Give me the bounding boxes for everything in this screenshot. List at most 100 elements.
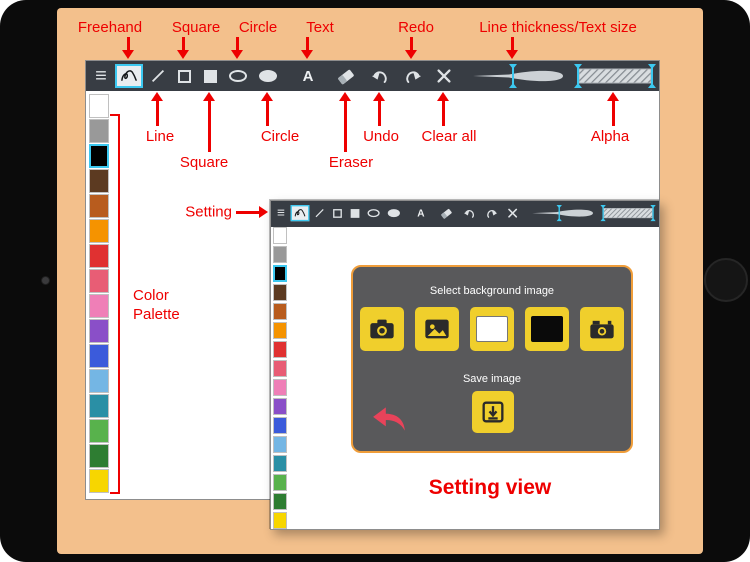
- palette-color-6[interactable]: [89, 244, 109, 268]
- line-icon: [315, 209, 324, 218]
- freehand-tool[interactable]: [290, 205, 310, 222]
- square-outline-tool[interactable]: [330, 205, 345, 221]
- arrow-to-text: [301, 37, 313, 59]
- palette-color-9[interactable]: [273, 398, 287, 415]
- circle-outline-tool[interactable]: [225, 64, 251, 88]
- menu-button[interactable]: ≡: [89, 64, 113, 88]
- camera-icon: [370, 319, 394, 339]
- palette-color-12[interactable]: [273, 455, 287, 472]
- palette-color-2[interactable]: [89, 144, 109, 168]
- annotation-undo: Undo: [363, 128, 399, 145]
- undo-icon: [463, 209, 474, 218]
- palette-color-7[interactable]: [273, 360, 287, 377]
- palette-color-10[interactable]: [273, 417, 287, 434]
- line-thickness-slider[interactable]: [531, 205, 595, 222]
- palette-color-2[interactable]: [273, 265, 287, 282]
- freehand-tool[interactable]: [115, 64, 143, 88]
- line-tool[interactable]: [312, 205, 327, 221]
- palette-color-0[interactable]: [89, 94, 109, 118]
- photo-library-icon: [425, 319, 449, 339]
- background-section-title: Select background image: [429, 285, 555, 297]
- palette-color-1[interactable]: [273, 246, 287, 263]
- clear-all-button[interactable]: [505, 205, 520, 221]
- palette-color-11[interactable]: [89, 369, 109, 393]
- undo-button[interactable]: [369, 64, 391, 88]
- alpha-slider[interactable]: [600, 205, 656, 222]
- undo-button[interactable]: [462, 205, 477, 221]
- redo-button[interactable]: [484, 205, 499, 221]
- menu-button[interactable]: ≡: [273, 205, 289, 221]
- color-palette: [273, 227, 289, 531]
- square-filled-tool[interactable]: [199, 64, 221, 88]
- annotation-clear-all: Clear all: [421, 128, 477, 145]
- palette-color-5[interactable]: [89, 219, 109, 243]
- palette-color-0[interactable]: [273, 227, 287, 244]
- line-thickness-slider[interactable]: [471, 64, 566, 88]
- annotation-alpha: Alpha: [590, 128, 630, 145]
- palette-color-14[interactable]: [89, 444, 109, 468]
- palette-color-3[interactable]: [89, 169, 109, 193]
- text-tool[interactable]: A: [297, 64, 319, 88]
- arrow-to-undo: [373, 92, 385, 126]
- palette-color-15[interactable]: [89, 469, 109, 493]
- eraser-icon: [338, 69, 354, 85]
- palette-color-8[interactable]: [89, 294, 109, 318]
- annotation-circle-top: Circle: [238, 19, 278, 36]
- alpha-icon: [600, 205, 656, 222]
- square-outline-icon: [332, 208, 342, 218]
- arrow-to-square-filled: [203, 92, 215, 152]
- palette-color-1[interactable]: [89, 119, 109, 143]
- palette-color-3[interactable]: [273, 284, 287, 301]
- line-thickness-icon: [532, 205, 593, 222]
- circle-outline-icon: [229, 70, 247, 82]
- circle-filled-tool[interactable]: [255, 64, 281, 88]
- line-tool[interactable]: [147, 64, 169, 88]
- undo-icon: [371, 70, 387, 83]
- palette-color-9[interactable]: [89, 319, 109, 343]
- save-section-title: Save image: [462, 373, 522, 385]
- palette-color-6[interactable]: [273, 341, 287, 358]
- white-background-icon: [476, 316, 508, 342]
- palette-color-12[interactable]: [89, 394, 109, 418]
- square-outline-tool[interactable]: [173, 64, 195, 88]
- annotation-setting-view: Setting view: [428, 476, 552, 499]
- palette-color-4[interactable]: [89, 194, 109, 218]
- freehand-icon: [294, 209, 306, 217]
- home-button[interactable]: [704, 258, 748, 302]
- eraser-tool[interactable]: [335, 64, 357, 88]
- white-background-button[interactable]: [470, 307, 514, 351]
- color-palette: [89, 94, 111, 494]
- circle-outline-tool[interactable]: [365, 205, 383, 221]
- arrow-to-eraser: [339, 92, 351, 152]
- back-arrow-icon[interactable]: [371, 405, 407, 433]
- palette-color-10[interactable]: [89, 344, 109, 368]
- background-options: [353, 307, 631, 351]
- alpha-slider[interactable]: [574, 64, 656, 88]
- arrow-to-thickness: [506, 37, 518, 59]
- arrow-to-freehand: [122, 37, 134, 59]
- camera-roll-button[interactable]: [580, 307, 624, 351]
- palette-color-15[interactable]: [273, 512, 287, 529]
- camera-button[interactable]: [360, 307, 404, 351]
- redo-button[interactable]: [401, 64, 423, 88]
- palette-color-13[interactable]: [89, 419, 109, 443]
- square-filled-tool[interactable]: [347, 205, 362, 221]
- palette-color-5[interactable]: [273, 322, 287, 339]
- clear-all-button[interactable]: [433, 64, 455, 88]
- eraser-tool[interactable]: [439, 205, 454, 221]
- save-image-button[interactable]: [472, 391, 514, 433]
- palette-color-7[interactable]: [89, 269, 109, 293]
- annotation-color-palette: Color Palette: [133, 287, 180, 323]
- settings-panel: Select background image Save image: [351, 265, 633, 453]
- palette-color-4[interactable]: [273, 303, 287, 320]
- text-tool[interactable]: A: [413, 205, 428, 221]
- annotation-redo: Redo: [398, 19, 434, 36]
- black-background-button[interactable]: [525, 307, 569, 351]
- palette-color-11[interactable]: [273, 436, 287, 453]
- palette-color-13[interactable]: [273, 474, 287, 491]
- photo-library-button[interactable]: [415, 307, 459, 351]
- palette-color-14[interactable]: [273, 493, 287, 510]
- palette-color-8[interactable]: [273, 379, 287, 396]
- circle-filled-tool[interactable]: [385, 205, 403, 221]
